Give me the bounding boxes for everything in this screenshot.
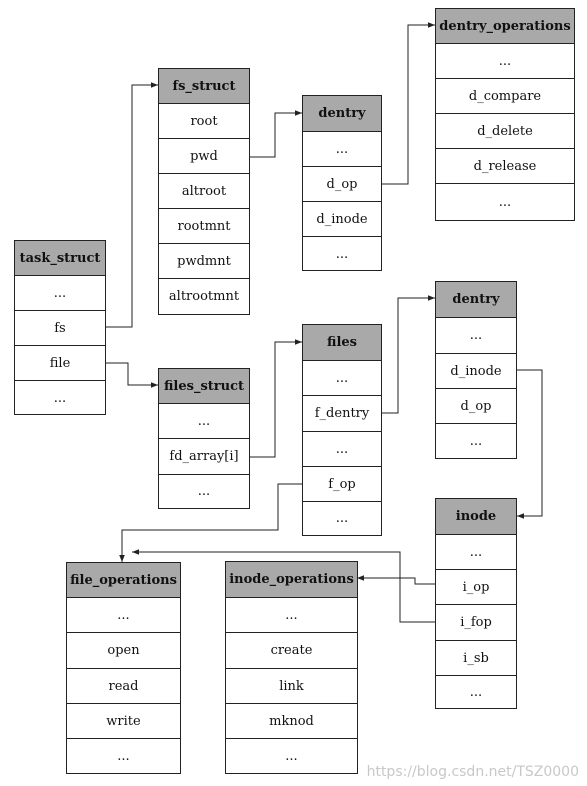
struct-title: inode_operations [226,562,357,598]
field: ... [67,598,180,633]
struct-title: fs_struct [159,69,249,104]
link-pwd-to-dentry [249,110,302,158]
link-fd-array-to-files [249,339,302,458]
field: ... [117,748,130,764]
field: ... [335,511,349,526]
struct-title: file_operations [67,563,180,598]
field: ... [436,535,516,570]
watermark: https://blog.csdn.net/TSZ0000 [366,764,579,780]
link-d-op-to-dentry-operations [381,22,435,185]
field-pwd: pwd [159,139,249,174]
link-fs-to-fs-struct [105,82,158,328]
field-f-dentry: f_dentry [303,396,381,432]
field: ... [226,598,357,633]
field-d-op: d_op [303,167,381,202]
field: ... [498,194,512,210]
field-i-sb: i_sb [436,641,516,676]
struct-dentry-mid: dentry ... d_inode d_op ... [435,281,517,459]
field-create: create [226,633,357,669]
field-read: read [67,669,180,704]
field: ... [159,404,249,439]
struct-inode-operations: inode_operations ... create link mknod .… [225,561,358,774]
field: ... [53,390,67,406]
link-i-op-to-inode-operations [357,575,435,585]
field-d-delete: d_delete [436,114,574,149]
field-open: open [67,633,180,669]
field: ... [285,748,298,764]
field: ... [15,276,105,311]
link-d-inode-to-inode [516,369,543,519]
struct-title: inode [436,499,516,535]
struct-dentry-top: dentry ... d_op d_inode ... [302,95,382,271]
struct-task-struct: task_struct ... fs file ... [14,240,106,415]
field-d-op: d_op [436,389,516,424]
struct-title: files_struct [159,369,249,404]
link-file-to-files-struct [105,362,158,388]
field-i-fop: i_fop [436,605,516,641]
field: ... [436,318,516,354]
struct-inode: inode ... i_op i_fop i_sb ... [435,498,517,709]
struct-title: files [303,325,381,361]
field-pwdmnt: pwdmnt [159,244,249,279]
field-fs: fs [15,311,105,346]
field-altrootmnt: altrootmnt [168,289,240,304]
struct-files: files ... f_dentry ... f_op ... [302,324,382,536]
field-rootmnt: rootmnt [159,209,249,244]
field-link: link [226,669,357,704]
link-f-op-to-file-operations [119,483,302,562]
field: ... [303,432,381,467]
field-f-op: f_op [303,467,381,502]
field-root: root [159,104,249,139]
field: ... [303,132,381,167]
struct-files-struct: files_struct ... fd_array[i] ... [158,368,250,509]
struct-title: dentry [436,282,516,318]
field: ... [197,484,211,499]
field: ... [303,361,381,396]
field-mknod: mknod [226,704,357,739]
struct-title: dentry_operations [436,9,574,44]
field-file: file [15,346,105,381]
field-d-inode: d_inode [303,202,381,237]
struct-title: task_struct [15,241,105,276]
field-write: write [67,704,180,739]
field-d-inode: d_inode [436,354,516,389]
struct-dentry-operations: dentry_operations ... d_compare d_delete… [435,8,575,221]
field-altroot: altroot [159,174,249,209]
field-i-op: i_op [436,570,516,605]
field-d-release: d_release [436,149,574,184]
field-fd-array: fd_array[i] [159,439,249,475]
field-d-compare: d_compare [436,79,574,114]
struct-file-operations: file_operations ... open read write ... [66,562,181,774]
struct-fs-struct: fs_struct root pwd altroot rootmnt pwdmn… [158,68,250,315]
link-i-fop-to-file-operations [132,549,435,623]
struct-title: dentry [303,96,381,132]
field: ... [335,246,349,262]
field: ... [469,433,483,449]
field: ... [469,684,483,700]
link-f-dentry-to-dentry [381,295,435,414]
field: ... [436,44,574,79]
